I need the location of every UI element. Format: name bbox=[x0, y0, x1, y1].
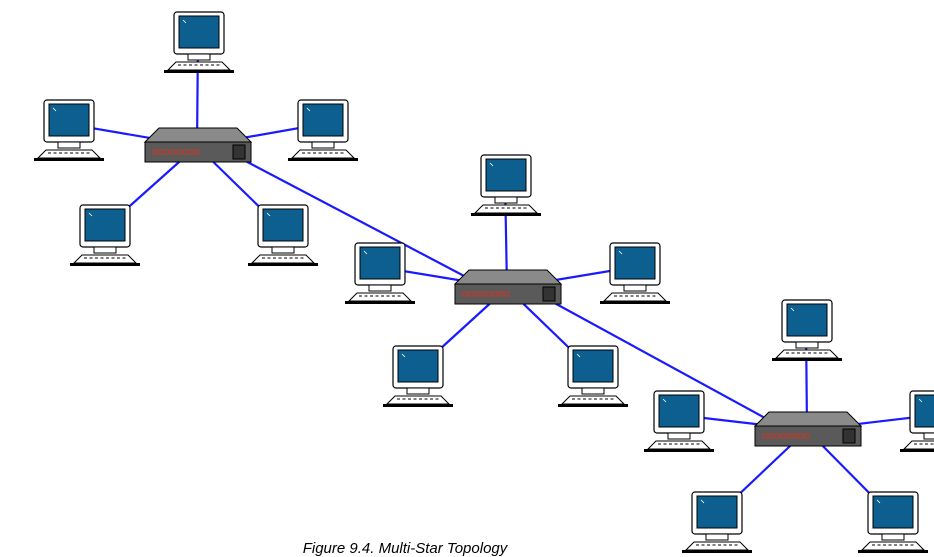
computer-icon bbox=[164, 11, 234, 73]
computer-icon bbox=[34, 99, 104, 161]
backbone-link-2 bbox=[526, 287, 788, 431]
computer-icon bbox=[900, 390, 934, 452]
computer-icon bbox=[345, 242, 415, 304]
computer-icon bbox=[644, 390, 714, 452]
network-hubs bbox=[143, 127, 863, 447]
hub-icon bbox=[453, 269, 563, 305]
computer-icon bbox=[682, 491, 752, 553]
computer-icon bbox=[558, 345, 628, 407]
hub-icon bbox=[143, 127, 253, 163]
backbone-link-1 bbox=[216, 145, 488, 289]
computer-icon bbox=[858, 491, 928, 553]
figure-caption: Figure 9.4. Multi-Star Topology bbox=[302, 540, 508, 557]
computer-icon bbox=[600, 242, 670, 304]
computer-icon bbox=[383, 345, 453, 407]
computer-icon bbox=[772, 299, 842, 361]
network-computers bbox=[34, 11, 934, 553]
hub-icon bbox=[753, 411, 863, 447]
computer-icon bbox=[288, 99, 358, 161]
computer-icon bbox=[70, 204, 140, 266]
computer-icon bbox=[471, 154, 541, 216]
computer-icon bbox=[248, 204, 318, 266]
